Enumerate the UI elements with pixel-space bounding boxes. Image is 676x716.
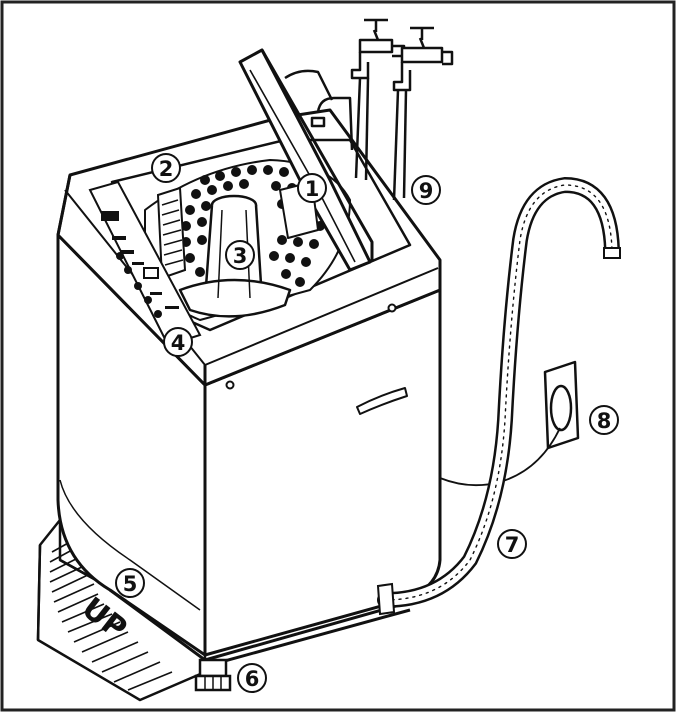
callout-1: 1 <box>297 173 327 203</box>
callout-9: 9 <box>411 175 441 205</box>
svg-text:5: 5 <box>123 572 138 596</box>
control-panel <box>88 180 202 347</box>
svg-text:4: 4 <box>171 331 186 355</box>
callout-8: 8 <box>589 405 619 435</box>
callout-5: 5 <box>115 568 145 598</box>
svg-text:3: 3 <box>233 244 248 268</box>
cabinet <box>56 233 442 667</box>
svg-text:8: 8 <box>597 409 612 433</box>
svg-text:1: 1 <box>305 177 320 201</box>
water-faucets <box>310 18 454 201</box>
callout-7: 7 <box>497 529 527 559</box>
svg-text:7: 7 <box>505 533 520 557</box>
leveling-foot <box>194 658 232 692</box>
power-outlet <box>439 360 580 487</box>
svg-text:2: 2 <box>159 157 174 181</box>
callout-4: 4 <box>163 327 193 357</box>
lint-filter <box>156 186 187 280</box>
drain-hose <box>376 176 621 616</box>
callout-3: 3 <box>225 240 255 270</box>
callout-2: 2 <box>151 153 181 183</box>
callout-6: 6 <box>237 663 267 693</box>
agitator <box>178 194 292 318</box>
svg-text:6: 6 <box>245 667 260 691</box>
svg-text:9: 9 <box>419 179 434 203</box>
